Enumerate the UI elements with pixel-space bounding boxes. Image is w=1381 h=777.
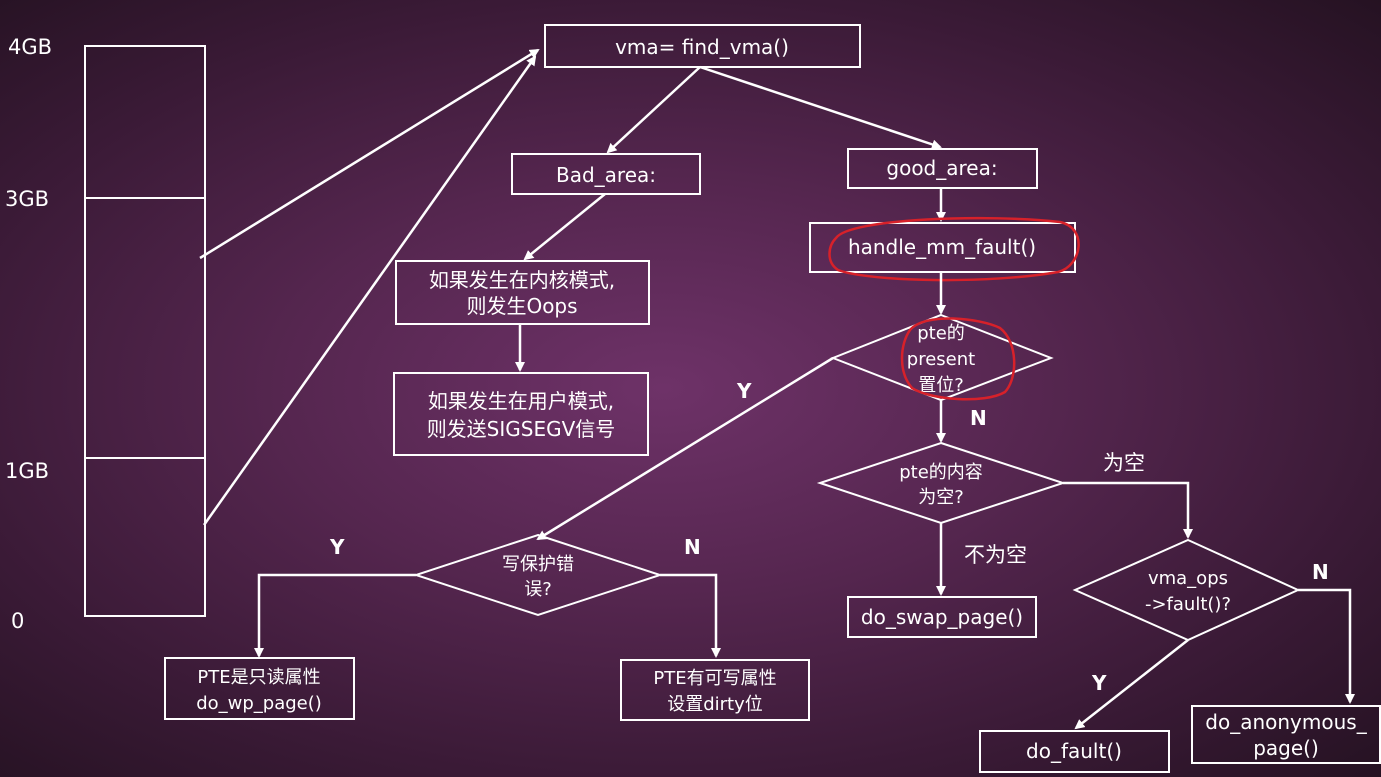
label-vma-n: N <box>1312 560 1329 584</box>
vma-ops-line1: vma_ops <box>1148 568 1228 589</box>
arrow-to-bad-area <box>606 66 701 154</box>
find-vma-text: vma= find_vma() <box>615 35 789 59</box>
write-protect-line2: 误? <box>524 579 552 600</box>
highlight-handle-mm-fault <box>828 216 1080 282</box>
bad-area-box <box>511 153 701 195</box>
pte-present-line3: 置位? <box>918 375 964 396</box>
arrow-empty-to-vma-ops <box>1063 481 1193 539</box>
memory-layout: 4GB 3GB 1GB 0 <box>5 35 206 633</box>
pte-writable-line1: PTE有可写属性 <box>653 668 776 689</box>
pte-readonly-box <box>164 657 355 720</box>
kernel-oops-line1: 如果发生在内核模式, <box>429 268 615 292</box>
vma-ops-line2: ->fault()? <box>1145 594 1231 615</box>
do-anonymous-line2: page() <box>1253 736 1319 760</box>
kernel-oops-box <box>395 260 650 325</box>
kernel-oops-line2: 则发生Oops <box>466 294 577 318</box>
arrow-vma-ops-yes <box>1074 639 1189 730</box>
label-0: 0 <box>11 609 24 633</box>
user-segv-line2: 则发送SIGSEGV信号 <box>427 417 616 441</box>
arrow-present-yes <box>536 356 834 541</box>
arrow-bad-area-to-oops <box>523 193 606 261</box>
handle-mm-fault-box <box>809 222 1076 273</box>
pte-present-line1: pte的 <box>917 323 965 344</box>
arrow-to-good-area <box>699 65 942 150</box>
user-segv-line1: 如果发生在用户模式, <box>428 389 614 413</box>
label-1gb: 1GB <box>5 459 49 483</box>
label-wp-n: N <box>684 535 701 559</box>
do-fault-box <box>979 730 1170 773</box>
label-4gb: 4GB <box>8 35 52 59</box>
arrow-write-protect-yes <box>254 573 416 658</box>
pte-writable-box <box>620 659 810 721</box>
pte-empty-diamond <box>816 441 1067 525</box>
pte-writable-line2: 设置dirty位 <box>667 694 763 715</box>
label-wp-y: Y <box>329 535 345 559</box>
label-empty: 为空 <box>1103 451 1145 475</box>
write-protect-line1: 写保护错 <box>502 554 574 575</box>
label-present-y: Y <box>736 379 752 403</box>
arrow-write-protect-no <box>660 573 721 658</box>
label-3gb: 3GB <box>5 187 49 211</box>
good-area-box <box>847 148 1038 189</box>
do-swap-page-text: do_swap_page() <box>861 605 1023 629</box>
label-vma-y: Y <box>1091 671 1107 695</box>
pte-present-line2: present <box>907 349 975 370</box>
do-swap-page-box <box>847 596 1037 638</box>
do-anonymous-box <box>1191 705 1381 764</box>
arrow-memory-3gb-to-find-vma <box>199 48 540 260</box>
label-present-n: N <box>970 406 987 430</box>
arrow-memory-1gb-to-find-vma <box>202 55 537 526</box>
user-segv-box <box>393 372 649 456</box>
pte-readonly-line1: PTE是只读属性 <box>197 667 320 688</box>
do-fault-text: do_fault() <box>1026 739 1122 763</box>
pte-empty-line2: 为空? <box>918 487 964 508</box>
memory-column <box>84 45 206 617</box>
vma-ops-diamond <box>1072 538 1301 642</box>
label-not-empty: 不为空 <box>964 543 1027 567</box>
good-area-text: good_area: <box>886 156 997 180</box>
highlight-pte-present <box>900 317 1016 401</box>
pte-empty-line1: pte的内容 <box>899 462 983 483</box>
do-anonymous-line1: do_anonymous_ <box>1205 710 1367 734</box>
arrow-vma-ops-no <box>1298 588 1355 704</box>
write-protect-diamond <box>412 533 664 617</box>
pte-readonly-line2: do_wp_page() <box>196 693 322 714</box>
bad-area-text: Bad_area: <box>556 163 656 187</box>
handle-mm-fault-text: handle_mm_fault() <box>848 235 1036 259</box>
